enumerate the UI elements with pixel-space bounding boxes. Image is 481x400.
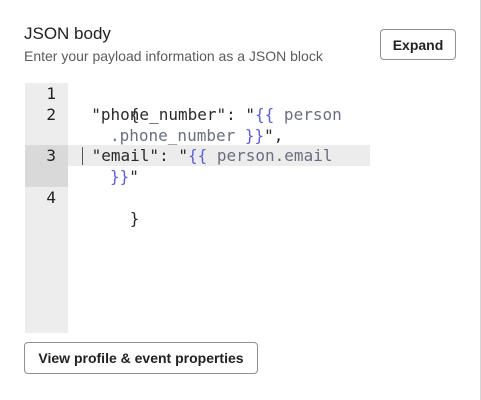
code-line-3-wrap[interactable]: }}"	[110, 166, 139, 187]
template-open-token: {{	[187, 146, 208, 165]
code-brace-open: {	[129, 105, 140, 124]
section-title: JSON body	[24, 24, 111, 43]
active-line-gutter	[25, 145, 68, 187]
template-open-token: {{	[255, 105, 275, 124]
line-number-3: 3	[46, 146, 56, 165]
template-variable: person.email	[207, 146, 333, 165]
code-line-4[interactable]: }	[72, 187, 140, 228]
code-line-2-wrap[interactable]: .phone_number }}",	[110, 125, 283, 146]
code-line-1[interactable]: {	[72, 83, 140, 124]
active-line-highlight	[68, 145, 370, 166]
section-subtitle: Enter your payload information as a JSON…	[24, 48, 323, 64]
expand-button[interactable]: Expand	[380, 29, 456, 60]
template-variable: .phone_number	[110, 126, 236, 145]
text-cursor	[82, 147, 83, 165]
email-key: "email": "	[82, 146, 188, 165]
phone-number-key: "phone_number": "	[72, 105, 256, 124]
code-brace-close: }	[129, 209, 140, 228]
line-number-1: 1	[46, 84, 56, 103]
json-code-editor[interactable]: 1 2 3 4 { "phone_number": "{{ person .ph…	[25, 83, 370, 333]
code-line-3[interactable]: "email": "{{ person.email	[82, 145, 333, 166]
view-properties-button[interactable]: View profile & event properties	[24, 342, 258, 374]
code-punctuation: "	[129, 167, 139, 186]
template-variable: person	[274, 105, 342, 124]
line-number-gutter	[25, 83, 68, 333]
template-close-token: }}	[110, 167, 130, 186]
template-close-token: }}	[235, 126, 265, 145]
line-number-4: 4	[46, 188, 56, 207]
code-punctuation: ",	[264, 126, 284, 145]
code-line-2[interactable]: "phone_number": "{{ person	[72, 104, 342, 125]
line-number-2: 2	[46, 105, 56, 124]
